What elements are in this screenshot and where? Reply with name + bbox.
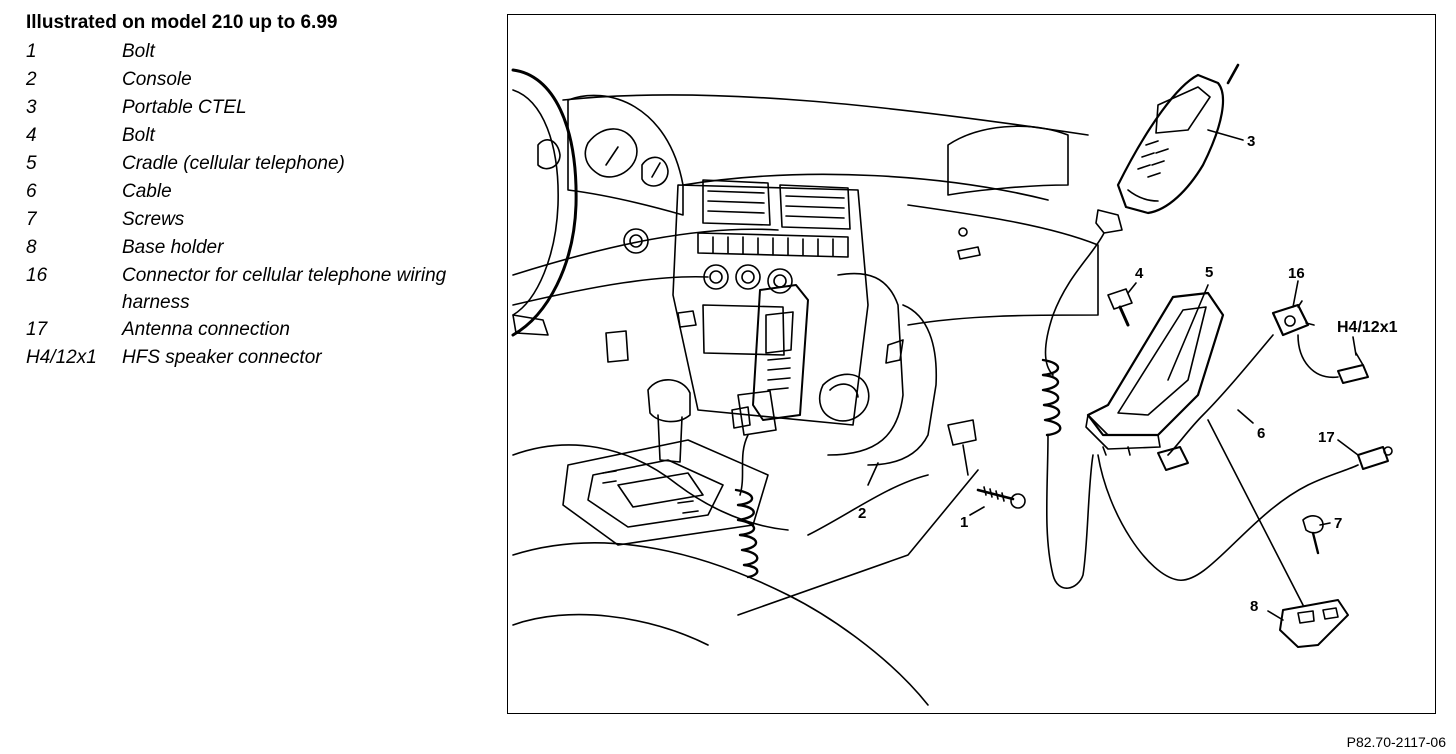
glovebox [947,125,1069,196]
bolt-4 [1107,288,1133,327]
legend-title: Illustrated on model 210 up to 6.99 [26,12,338,33]
screw-7 [1302,515,1324,555]
leader-7 [1319,522,1331,526]
phone-cradle [1085,291,1225,456]
callout-1: 1 [960,514,968,531]
leader-1 [969,506,985,516]
leader-5 [1167,284,1209,381]
legend-description: Portable CTEL [122,97,247,118]
legend-number: 6 [26,181,37,202]
legend-number: 17 [26,319,48,340]
ignition-lock [623,228,649,254]
legend-item: 7 Screws [26,206,482,234]
speaker-cable [1297,334,1339,378]
callout-16: 16 [1288,265,1305,282]
legend-number: 4 [26,125,37,146]
legend-item: 3 Portable CTEL [26,94,482,122]
callout-6: 6 [1257,425,1265,442]
callout-8: 8 [1250,598,1258,615]
gear-selector [562,379,769,546]
legend-item: 6 Cable [26,178,482,206]
legend-description: Connector for cellular telephone wiring … [122,265,447,313]
legend-number: 5 [26,153,37,174]
callout-2: 2 [858,505,866,522]
steering-wheel-inner [512,89,559,316]
legend-description: Antenna connection [122,319,290,340]
legend-number: 1 [26,41,37,62]
console-part [827,272,904,456]
leader-2 [867,462,879,486]
leader-6 [1237,409,1254,424]
dashboard-lower [512,228,779,276]
leader-17 [1337,439,1359,456]
leader-16 [1292,280,1299,308]
legend-number: 2 [26,69,37,90]
antenna-cable [1097,454,1359,581]
legend-number: H4/12x1 [26,347,97,368]
installed-phone [731,284,809,436]
mounting-bracket [947,419,977,446]
dashboard-top [562,94,1089,136]
wiring-connector-16 [1271,300,1315,337]
legend-item: 17 Antenna connection [26,316,482,344]
phone-connector [1095,209,1123,234]
coiled-cord [739,434,749,496]
callout-3: 3 [1247,133,1255,150]
diagram-drawing: 3 4 5 16 H4/12x1 6 17 7 8 2 1 [511,63,1398,706]
legend-item: 5 Cradle (cellular telephone) [26,150,482,178]
legend-item: 8 Base holder [26,234,482,262]
cable-6 [1167,334,1274,456]
legend-description: Console [122,69,192,90]
legend-number: 8 [26,237,37,258]
legend-description: Cradle (cellular telephone) [122,153,345,174]
instrument-cluster [537,94,684,216]
dashboard-top-edge [682,173,1049,201]
legend-number: 16 [26,265,48,286]
installation-diagram: 3 4 5 16 H4/12x1 6 17 7 8 2 1 [507,14,1436,714]
bolt-1 [976,486,1026,509]
callout-7: 7 [1334,515,1342,532]
legend-number: 7 [26,209,37,230]
callout-17: 17 [1318,429,1335,446]
portable-phone [1116,63,1240,215]
leader-8 [1267,610,1284,621]
legend-description: Screws [122,209,185,230]
legend-item: 4 Bolt [26,122,482,150]
legend-description: HFS speaker connector [122,347,322,368]
legend-description: Base holder [122,237,224,258]
callout-5: 5 [1205,264,1213,281]
leader-4 [1127,282,1137,294]
legend-item: 2 Console [26,66,482,94]
floor-contour [512,444,789,531]
coiled-cable [1041,358,1062,437]
legend-description: Bolt [122,41,155,62]
legend-number: 3 [26,97,37,118]
leader-3 [1207,129,1244,141]
centre-console-stack [672,179,869,426]
callout-h4: H4/12x1 [1337,319,1398,336]
figure-reference: P82.70-2117-06 [1346,734,1446,750]
antenna-connector [1357,446,1393,470]
legend-item: 1 Bolt [26,38,482,66]
callout-4: 4 [1135,265,1144,282]
base-holder [1279,599,1349,648]
leader-h4 [1352,336,1357,356]
legend-item: H4/12x1 HFS speaker connector [26,344,482,372]
legend-item: 16 Connector for cellular telephone wirin… [26,262,482,316]
speaker-connector [1337,352,1369,384]
legend-description: Bolt [122,125,155,146]
legend-description: Cable [122,181,172,202]
steering-wheel [511,68,578,337]
